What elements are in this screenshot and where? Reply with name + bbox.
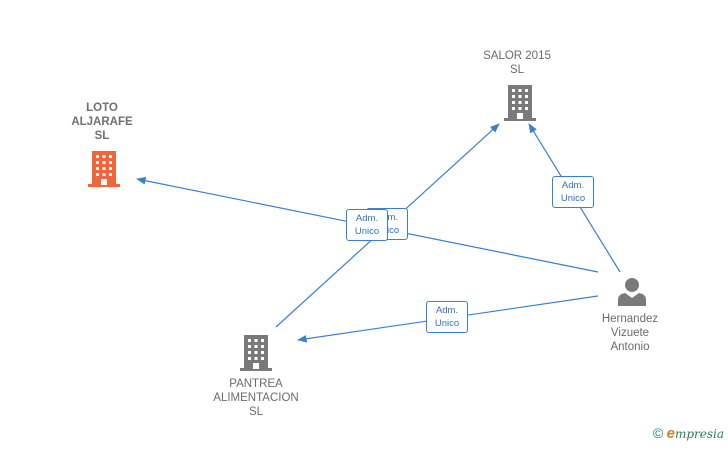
building-icon[interactable] xyxy=(88,151,120,187)
node-label-line: LOTO xyxy=(86,102,118,114)
node-label-line: SALOR 2015 xyxy=(483,50,551,62)
edge-label-line: Unico xyxy=(434,318,460,329)
node-label-line: SL xyxy=(248,406,264,418)
node-label-line: Hernandez xyxy=(601,313,659,325)
building-icon[interactable] xyxy=(504,85,536,121)
node-label-line: PANTREA xyxy=(229,378,283,390)
node-label-line: Antonio xyxy=(610,341,650,353)
edge-label-hernandez-salor[interactable]: Adm. Unico xyxy=(552,176,594,208)
node-label-line: SL xyxy=(509,64,525,76)
edge-label-line: Adm. xyxy=(561,180,585,191)
person-icon[interactable] xyxy=(617,276,647,306)
edge-label-line: Adm. xyxy=(435,305,459,316)
brand-logo-text: mpresia xyxy=(674,427,724,441)
node-label-salor[interactable]: SALOR 2015 SL xyxy=(467,49,567,77)
brand-logo-letter: e xyxy=(666,425,675,442)
copyright-symbol: © xyxy=(652,425,664,441)
node-label-line: Vizuete xyxy=(610,327,650,339)
node-label-line: ALJARAFE xyxy=(71,116,133,128)
brand-footer: © empresia xyxy=(653,425,724,442)
node-label-pantrea[interactable]: PANTREA ALIMENTACION SL xyxy=(196,377,316,419)
node-label-hernandez[interactable]: Hernandez Vizuete Antonio xyxy=(580,312,680,354)
edge-label-hernandez-pantrea[interactable]: Adm. Unico xyxy=(426,301,468,333)
building-icon[interactable] xyxy=(240,335,272,371)
node-label-line: ALIMENTACION xyxy=(213,392,299,404)
edge-label-hernandez-loto[interactable]: Adm. Unico xyxy=(346,209,388,241)
node-label-line: SL xyxy=(94,130,110,142)
edge-label-line: Adm. xyxy=(355,213,379,224)
node-label-loto[interactable]: LOTO ALJARAFE SL xyxy=(52,101,152,143)
edge-label-line: Unico xyxy=(560,193,586,204)
edge-label-line: Unico xyxy=(354,226,380,237)
